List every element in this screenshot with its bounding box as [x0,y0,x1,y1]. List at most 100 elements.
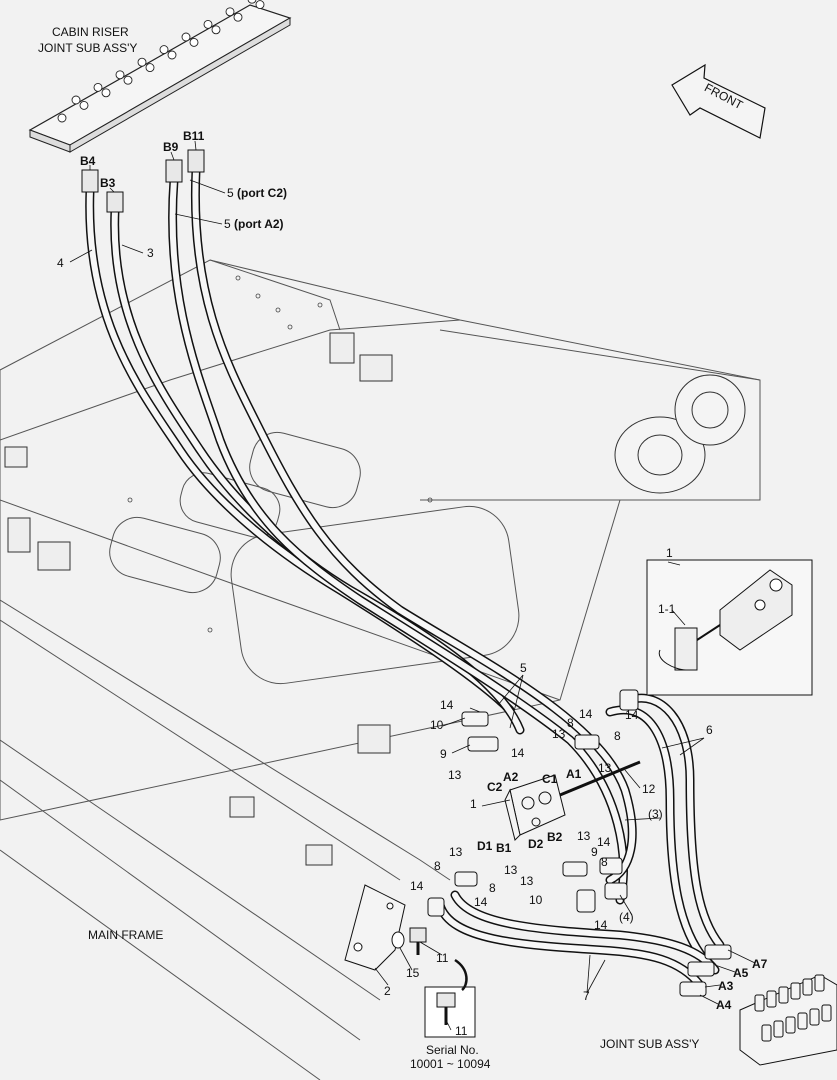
leader-line [586,959,606,994]
callout-1: 1 [470,797,477,811]
callout-4: 4 [57,256,64,270]
riser-port [247,0,257,4]
riser-port [93,82,103,92]
joint-port [766,990,777,1008]
bolt-11 [391,927,427,955]
main-frame-title: MAIN FRAME [88,928,163,942]
leader-line [481,799,511,807]
callout-8d: 8 [489,881,496,895]
callout-14a: 14 [440,698,454,712]
callout-12: 12 [642,782,656,796]
leader-lines [69,140,756,1031]
riser-port [115,70,125,80]
callout-5-a2-num: 5 [224,217,231,231]
riser-port [181,32,191,42]
leader-line [619,894,633,916]
callout-14d: 14 [625,708,639,722]
port-a5: A5 [733,966,749,980]
leader-line [194,140,197,151]
riser-port [211,25,221,35]
leader-line [586,954,591,994]
leader-line [727,949,756,964]
labels: CABIN RISER JOINT SUB ASS'Y MAIN FRAME J… [38,25,768,1071]
riser-port [233,12,243,22]
riser-port [137,57,147,67]
callout-8a: 8 [567,716,574,730]
joint-port [754,994,765,1012]
callout-5-c2-num: 5 [227,186,234,200]
callout-11: 11 [436,951,449,965]
callout-8b: 8 [614,729,621,743]
port-c2: C2 [487,780,503,794]
callout-13d: 13 [449,845,463,859]
riser-port [71,95,81,105]
port-b3: B3 [100,176,116,190]
joint-sub-title: JOINT SUB ASS'Y [600,1037,699,1051]
callout-9b: 9 [591,845,598,859]
leader-line [497,674,524,706]
leader-line [170,151,175,161]
callout-14h: 14 [594,918,608,932]
leader-line [121,244,144,254]
leader-line [661,737,705,749]
hose-end-fittings [81,149,205,213]
joint-port [802,978,813,996]
inset-detail [646,559,813,696]
front-arrow: FRONT [671,63,766,139]
main-frame-structure [0,259,761,1080]
callout-14c: 14 [579,707,593,721]
callout-5: 5 [520,661,527,675]
leader-line [624,769,641,789]
callout-13f: 13 [520,874,534,888]
port-d1: D1 [477,839,493,853]
callout-7: 7 [583,989,590,1003]
leader-line [671,609,686,626]
inset-callout-1-1: 1-1 [658,602,676,616]
riser-port [123,75,133,85]
leader-line [704,984,721,988]
callout-14g: 14 [597,835,611,849]
joint-port [790,982,801,1000]
callout-paren-4: (4) [619,910,634,924]
joint-sub-assembly [679,944,837,1066]
callout-13a: 13 [448,768,462,782]
callout-3: 3 [147,246,154,260]
callout-15: 15 [406,966,420,980]
callout-8e: 8 [601,855,608,869]
joint-port [809,1008,820,1026]
riser-port [203,19,213,29]
callout-10a: 10 [430,718,444,732]
inset-callout-1: 1 [666,546,673,560]
hoses [85,165,725,990]
joint-port [814,974,825,992]
cabin-riser-title-2: JOINT SUB ASS'Y [38,41,137,55]
riser-port [159,45,169,55]
callout-2: 2 [384,984,391,998]
callout-13c: 13 [598,761,612,775]
port-b1: B1 [496,841,512,855]
serial-title-1: Serial No. [426,1043,479,1057]
valve-assembly [427,689,639,917]
port-a3: A3 [718,979,734,993]
callout-14f: 14 [474,895,488,909]
callout-13b: 13 [552,727,566,741]
leader-line [445,1019,452,1031]
leader-line [699,994,719,1005]
leader-line [469,707,481,713]
riser-port [255,0,265,10]
joint-port [778,986,789,1004]
callout-11-serial: 11 [455,1024,468,1038]
leader-line [69,249,93,263]
riser-port [225,7,235,17]
leader-line [509,674,524,729]
leader-line [624,817,661,821]
port-c1: C1 [542,772,558,786]
joint-port [797,1012,808,1030]
port-b2: B2 [547,830,563,844]
leader-line [442,717,466,727]
callout-8c: 8 [434,859,441,873]
port-a2: A2 [503,770,519,784]
port-b9: B9 [163,140,179,154]
leader-line [667,561,681,566]
